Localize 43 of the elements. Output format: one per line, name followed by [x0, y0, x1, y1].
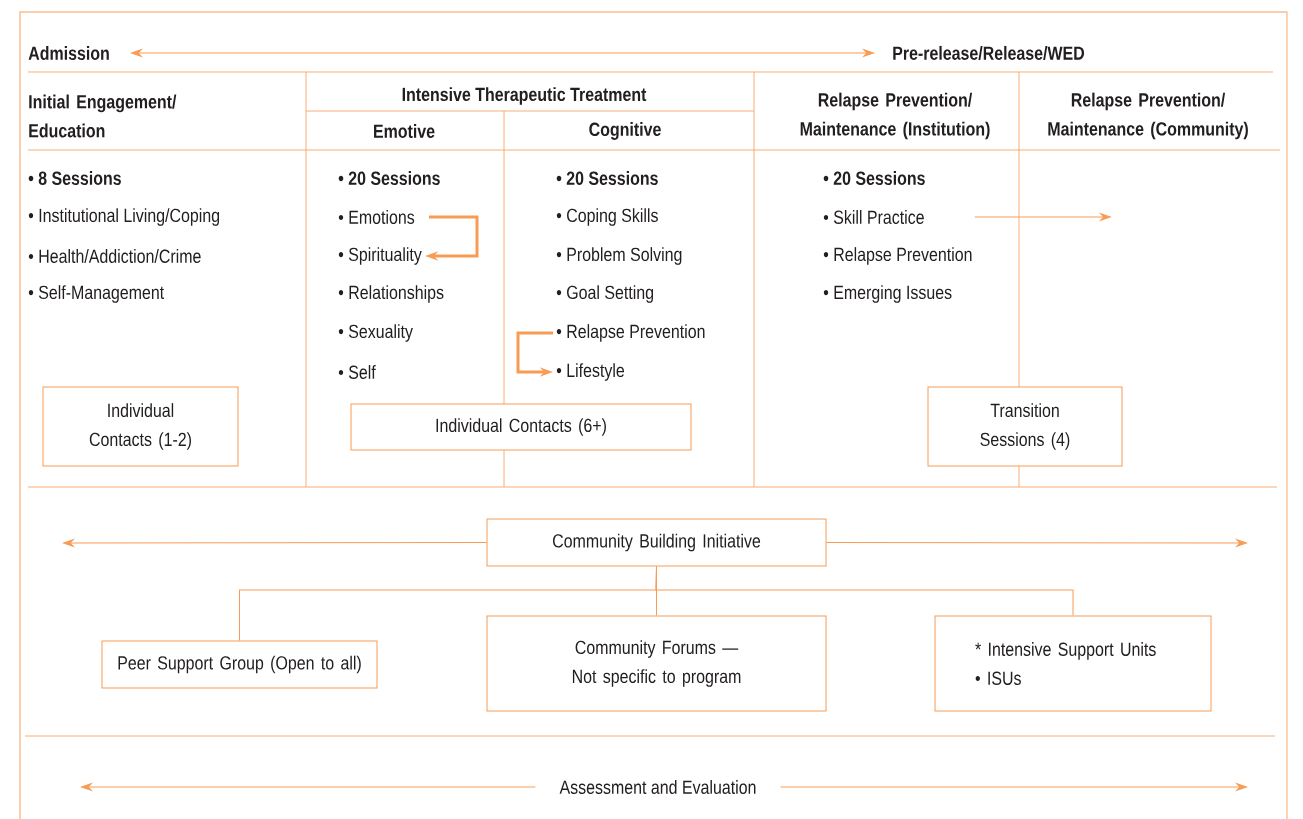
- list-item: • Goal Setting: [556, 285, 654, 303]
- list-item: • Skill Practice: [823, 210, 924, 224]
- column-heading: Relapse Prevention/ Maintenance (Institution): [800, 92, 990, 140]
- list-item: • Relapse Prevention: [823, 247, 972, 265]
- stage-label: Pre-release/Release/WED: [893, 45, 1085, 61]
- list-item: • Relapse Prevention: [556, 324, 705, 342]
- process-box: Individual Contacts (6+): [350, 403, 692, 451]
- list-item: • 20 Sessions: [823, 171, 925, 185]
- arrow: [974, 213, 1111, 221]
- column-heading: Emotive: [374, 124, 435, 138]
- list-item: • Emotions: [338, 210, 415, 224]
- connector-line: [655, 566, 1074, 616]
- process-box: Community Building Initiative: [486, 518, 827, 567]
- process-box: Transition Sessions (4): [927, 386, 1123, 467]
- stage-label: Admission: [28, 46, 109, 60]
- list-item: • 8 Sessions: [28, 171, 121, 185]
- column-heading: Cognitive: [589, 122, 661, 140]
- list-item: • Spirituality: [338, 247, 422, 265]
- list-item: • Self: [338, 365, 376, 379]
- list-item: • Institutional Living/Coping: [28, 208, 220, 226]
- list-item: • 20 Sessions: [556, 171, 658, 185]
- list-item: • Problem Solving: [556, 247, 682, 265]
- list-item: • Lifestyle: [556, 363, 625, 381]
- column-heading: Initial Engagement/ Education: [29, 94, 177, 138]
- list-item: • Emerging Issues: [823, 285, 952, 303]
- process-box: Community Forums — Not specific to program: [486, 615, 827, 712]
- list-item: • Coping Skills: [556, 208, 658, 226]
- stage-label: Assessment and Evaluation: [559, 780, 756, 794]
- process-box: Peer Support Group (Open to all): [101, 640, 378, 689]
- column-heading: Intensive Therapeutic Treatment: [402, 87, 647, 105]
- list-item: • Relationships: [338, 285, 444, 303]
- arrow: [780, 783, 1247, 791]
- arrow: [131, 49, 874, 57]
- list-item: • Sexuality: [338, 324, 413, 342]
- process-box: * Intensive Support Units • ISUs: [934, 615, 1212, 712]
- list-item: • Health/Addiction/Crime: [28, 249, 201, 263]
- process-box: Individual Contacts (1-2): [42, 386, 239, 467]
- arrow: [81, 783, 536, 791]
- column-heading: Relapse Prevention/ Maintenance (Community): [1048, 92, 1248, 140]
- arrow: [826, 539, 1247, 547]
- list-item: • Self-Management: [28, 285, 165, 303]
- list-item: • 20 Sessions: [338, 171, 440, 185]
- arrow: [63, 539, 487, 547]
